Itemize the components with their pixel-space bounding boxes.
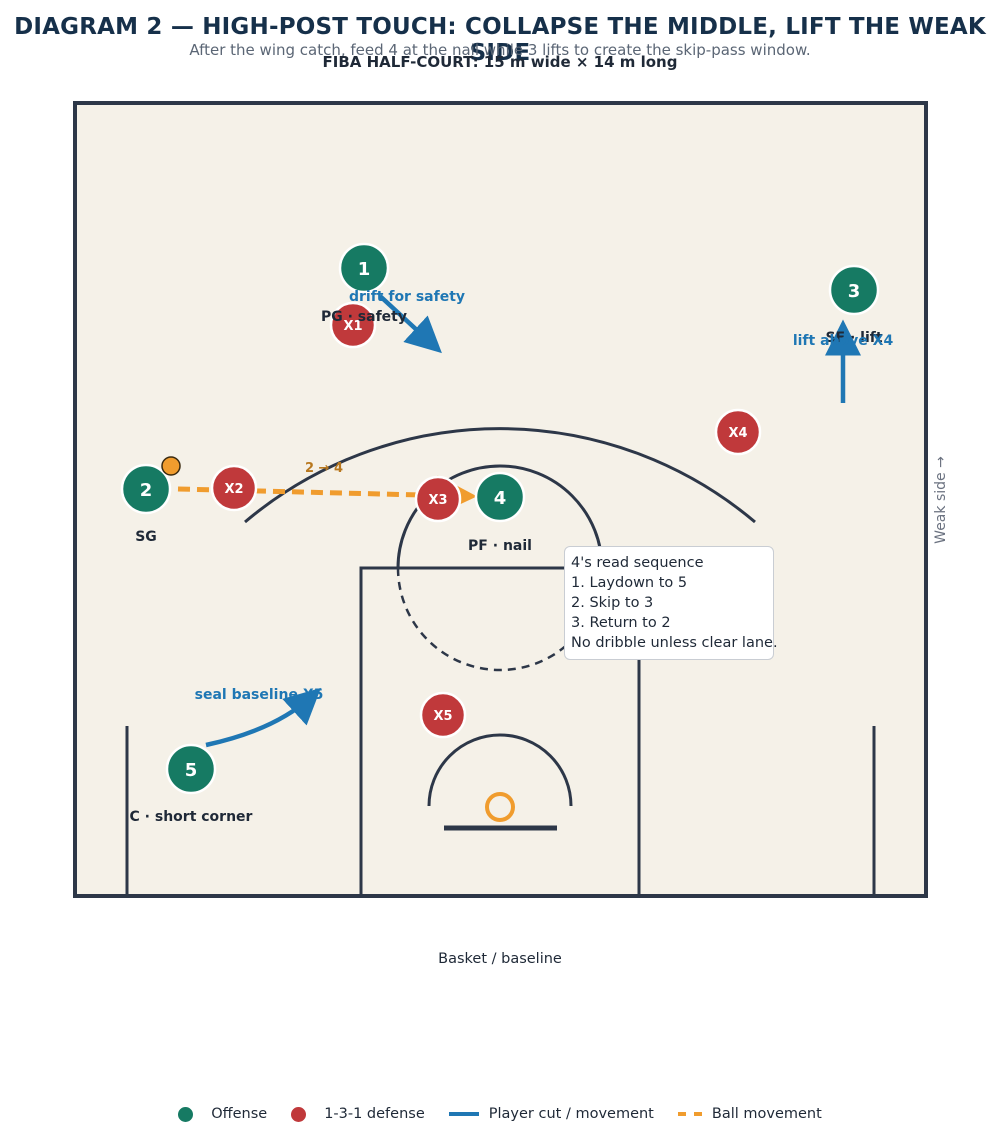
baseline-label: Basket / baseline xyxy=(438,951,562,967)
legend-item-defense: 1-3-1 defense xyxy=(291,1106,425,1122)
solid-line-icon xyxy=(448,1112,479,1116)
pass-label: 2 → 4 xyxy=(305,461,343,476)
court-caption: FIBA HALF-COURT: 15 m wide × 14 m long xyxy=(322,53,678,71)
player-5-label: C · short corner xyxy=(130,809,253,825)
lift-label: lift above X4 xyxy=(793,333,894,349)
legend-item-cut: Player cut / movement xyxy=(448,1106,654,1122)
legend-label-ball: Ball movement xyxy=(711,1106,822,1122)
seal-label: seal baseline X5 xyxy=(195,687,324,703)
three-point-arc xyxy=(244,427,756,524)
diagram-title: DIAGRAM 2 — HIGH-POST TOUCH: COLLAPSE TH… xyxy=(14,14,986,66)
legend-label-cut: Player cut / movement xyxy=(488,1106,654,1122)
ball-icon xyxy=(161,456,181,476)
free-throw-circle-top xyxy=(396,464,604,569)
defense-dot-icon xyxy=(291,1106,307,1122)
offense-player-2[interactable]: 2 xyxy=(120,463,172,515)
legend-item-ball: Ball movement xyxy=(677,1106,822,1122)
svg-text:5: 5 xyxy=(185,760,198,781)
defender-x5[interactable]: X5 xyxy=(419,691,467,739)
callout-title: 4's read sequence xyxy=(571,555,704,571)
offense-player-3[interactable]: 3 xyxy=(828,264,880,316)
svg-text:X2: X2 xyxy=(224,482,243,497)
svg-text:2: 2 xyxy=(140,480,153,501)
diagram-subtitle: After the wing catch, feed 4 at the nail… xyxy=(189,41,811,59)
offense-player-4[interactable]: 4 xyxy=(474,471,526,523)
player-1-label: PG · safety xyxy=(321,309,407,325)
callout-line-3: 3. Return to 2 xyxy=(571,615,671,631)
key-paint xyxy=(359,566,641,896)
svg-text:X1: X1 xyxy=(343,319,362,334)
player-3-label: SF · lift xyxy=(825,330,882,346)
cut-arrow-1-drift xyxy=(378,294,442,354)
callout-line-4: No dribble unless clear lane. xyxy=(571,635,778,651)
callout-line-2: 2. Skip to 3 xyxy=(571,595,654,611)
defender-x1[interactable]: X1 xyxy=(329,301,377,349)
svg-text:X3: X3 xyxy=(428,493,447,508)
legend-label-defense: 1-3-1 defense xyxy=(324,1106,425,1122)
callout-line-1: 1. Laydown to 5 xyxy=(571,575,688,591)
player-2-label: SG xyxy=(135,529,157,545)
svg-text:1: 1 xyxy=(358,259,371,280)
offense-player-1[interactable]: 1 xyxy=(338,242,390,294)
defender-x4[interactable]: X4 xyxy=(714,408,762,456)
rim xyxy=(485,792,515,822)
svg-text:3: 3 xyxy=(848,281,861,302)
defender-x2[interactable]: X2 xyxy=(210,464,258,512)
legend: Offense 1-3-1 defense Player cut / movem… xyxy=(0,1106,1000,1122)
svg-text:X5: X5 xyxy=(433,709,452,724)
offense-player-5[interactable]: 5 xyxy=(165,743,217,795)
legend-item-offense: Offense xyxy=(178,1106,267,1122)
read-sequence-callout: 4's read sequence 1. Laydown to 5 2. Ski… xyxy=(564,546,778,660)
restricted-area-arc xyxy=(427,733,573,807)
player-4-label: PF · nail xyxy=(468,538,532,554)
svg-text:4: 4 xyxy=(494,488,507,509)
offense-dot-icon xyxy=(178,1106,194,1122)
drift-label: drift for safety xyxy=(349,289,465,305)
legend-label-offense: Offense xyxy=(211,1106,268,1122)
weak-side-label: Weak side → xyxy=(933,456,949,544)
cut-arrow-5-seal xyxy=(205,687,321,748)
defender-x3[interactable]: X3 xyxy=(414,475,462,523)
svg-text:X4: X4 xyxy=(728,426,747,441)
dashed-line-icon xyxy=(677,1112,702,1116)
